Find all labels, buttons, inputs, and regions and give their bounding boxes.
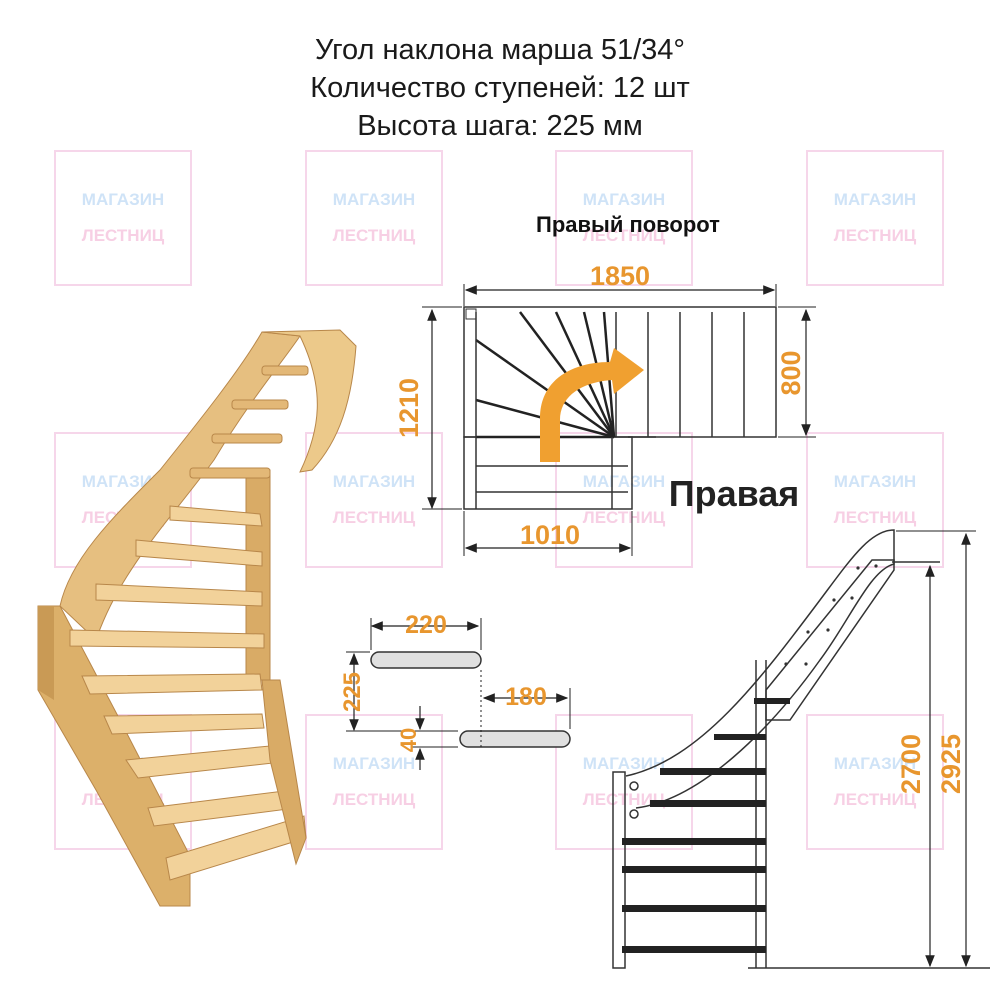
winder-tread — [69, 629, 265, 649]
detail-tread-lower — [459, 730, 571, 748]
slope-angle-text: Угол наклона марша 51/34° — [314, 34, 686, 66]
detail-tread-upper — [370, 651, 482, 669]
elevation-tread — [622, 905, 766, 912]
winder-tread — [95, 583, 263, 607]
upper-tread — [211, 433, 283, 444]
plan-view — [422, 284, 816, 556]
elevation-upper-stringer — [765, 559, 895, 721]
elevation-tread — [754, 698, 790, 704]
detail-label-thickness: 40 — [396, 728, 421, 752]
dim-label-lower-width: 1010 — [520, 520, 580, 550]
winder-tread — [169, 505, 263, 527]
elevation-bolt — [629, 809, 639, 819]
step-count-text: Количество ступеней: 12 шт — [310, 72, 690, 104]
newel-post — [38, 606, 54, 700]
step-height-text: Высота шага: 225 мм — [357, 110, 643, 142]
plan-title: Правый поворот — [536, 212, 720, 237]
upper-tread — [189, 467, 271, 479]
upper-tread — [231, 399, 289, 410]
elevation-tread — [622, 946, 766, 953]
step-detail — [346, 618, 571, 770]
winder-tread — [135, 539, 263, 567]
detail-label-going: 180 — [505, 683, 547, 711]
dim-label-landing: 800 — [776, 350, 806, 395]
upper-tread — [261, 365, 309, 376]
elevation-curved-stringer — [625, 529, 895, 809]
upper-stringer — [261, 329, 357, 473]
dim-label-depth: 1210 — [394, 378, 424, 438]
dim-label-width: 1850 — [590, 261, 650, 291]
elevation-tread — [650, 800, 766, 807]
winder-tread — [103, 713, 265, 735]
side-elevation — [612, 529, 990, 969]
wooden-stair-illustration — [37, 329, 357, 907]
elevation-tread — [660, 768, 766, 775]
elevation-tread — [622, 838, 766, 845]
elevation-label-2925: 2925 — [936, 734, 966, 794]
elevation-label-2700: 2700 — [896, 734, 926, 794]
lower-tread — [125, 745, 283, 779]
elevation-tread — [622, 866, 766, 873]
elevation-bolt — [629, 781, 639, 791]
turn-arrow-icon — [540, 348, 644, 462]
detail-label-tread: 220 — [405, 611, 447, 639]
lower-right-stringer — [261, 679, 307, 866]
lower-tread — [147, 789, 297, 827]
lower-tread — [165, 815, 307, 881]
inner-post — [245, 469, 271, 681]
detail-label-height: 225 — [339, 672, 366, 712]
elevation-treads — [622, 698, 790, 953]
turn-direction-label: Правая — [669, 473, 800, 514]
elevation-tread — [714, 734, 766, 740]
plan-post — [465, 308, 477, 320]
elevation-holes — [784, 564, 878, 666]
winder-tread — [81, 673, 263, 695]
